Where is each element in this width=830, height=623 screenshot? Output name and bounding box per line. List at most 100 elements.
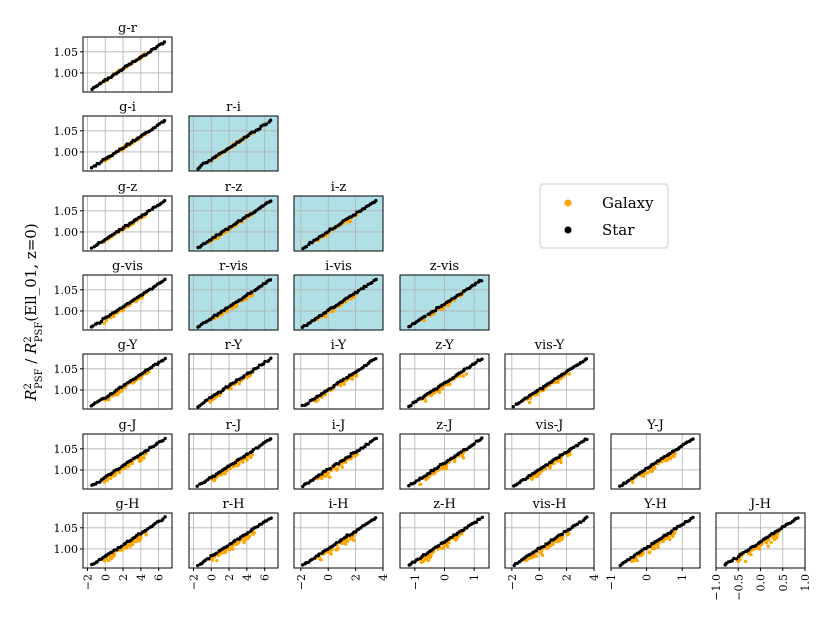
star-point — [95, 321, 99, 325]
galaxy-point — [650, 547, 655, 551]
star-point — [91, 324, 95, 328]
panel-z-vis: z-vis — [399, 259, 490, 331]
galaxy-point — [736, 559, 740, 564]
panel-title: g-H — [115, 497, 139, 512]
panel-frame — [399, 274, 490, 331]
panel-frame — [504, 353, 595, 410]
galaxy-point — [245, 297, 249, 301]
galaxy-point — [335, 468, 339, 472]
star-point — [315, 394, 320, 398]
galaxy-point — [447, 382, 451, 387]
star-point — [325, 467, 329, 472]
panel-vis-J: vis-J — [504, 418, 595, 490]
panel-frame — [188, 195, 279, 252]
star-point — [269, 356, 273, 360]
star-point — [134, 217, 139, 221]
y-tick-label: 1.00 — [54, 146, 79, 159]
star-point — [418, 396, 422, 400]
panel-title: r-vis — [219, 259, 248, 274]
galaxy-point — [652, 465, 656, 469]
star-point — [330, 227, 335, 231]
star-point — [765, 535, 770, 539]
star-point — [242, 374, 246, 378]
star-point — [214, 551, 219, 555]
star-point — [584, 357, 589, 361]
star-point — [407, 484, 411, 488]
star-point — [374, 356, 378, 361]
panel-frame — [293, 512, 384, 569]
panel-title: i-z — [331, 180, 347, 195]
galaxy-point — [221, 471, 226, 475]
x-tick-label: 1.0 — [799, 574, 812, 592]
star-point — [112, 72, 116, 76]
panel-i-J: i-J — [293, 418, 384, 490]
panel-Y-J: Y-J — [610, 418, 701, 490]
star-point — [627, 478, 631, 483]
galaxy-point — [140, 296, 144, 300]
star-point — [732, 556, 736, 561]
star-point — [459, 450, 463, 454]
y-tick-label: 1.05 — [54, 125, 79, 138]
star-point — [317, 473, 321, 477]
panel-frame — [399, 353, 490, 410]
star-point — [157, 122, 161, 126]
panel-frame — [610, 433, 701, 490]
galaxy-point — [440, 387, 444, 391]
star-point — [157, 519, 161, 523]
panel-title: i-Y — [331, 338, 347, 353]
star-point — [235, 378, 239, 382]
star-point — [214, 233, 219, 237]
star-point — [121, 146, 126, 150]
panel-g-Y: g-Y1.001.05 — [54, 338, 173, 410]
star-point — [374, 436, 379, 441]
star-point — [477, 517, 482, 521]
panel-z-J: z-J — [399, 418, 490, 490]
galaxy-point — [428, 555, 432, 560]
star-point — [264, 122, 269, 126]
star-point — [106, 76, 111, 80]
star-point — [218, 470, 222, 474]
star-point — [374, 199, 378, 203]
galaxy-point — [424, 399, 428, 403]
x-tick-label: 0.0 — [755, 574, 768, 592]
star-point — [345, 533, 349, 537]
panel-title: r-J — [226, 418, 242, 433]
x-tick-label: 0 — [99, 574, 112, 581]
galaxy-point — [528, 397, 533, 401]
star-point — [462, 367, 467, 371]
star-point — [112, 548, 116, 552]
panel-title: z-Y — [435, 338, 454, 353]
star-point — [317, 552, 321, 556]
star-point — [409, 403, 413, 408]
star-point — [534, 548, 538, 553]
galaxy-point — [249, 455, 253, 460]
galaxy-point — [656, 545, 660, 549]
galaxy-point — [134, 539, 138, 544]
galaxy-point — [445, 544, 450, 549]
y-tick-label: 1.05 — [54, 522, 79, 535]
galaxy-point — [117, 470, 122, 475]
star-point — [754, 543, 758, 547]
star-point — [323, 310, 328, 315]
panel-g-J: g-J1.001.05 — [54, 418, 173, 490]
x-tick-label: −2 — [81, 574, 94, 590]
galaxy-point — [130, 461, 134, 466]
star-point — [414, 479, 419, 483]
panel-frame — [82, 353, 173, 410]
star-point — [233, 538, 237, 543]
galaxy-point — [106, 558, 111, 563]
star-point — [339, 537, 344, 542]
star-point — [436, 544, 441, 548]
galaxy-point — [671, 534, 675, 539]
star-point — [480, 357, 484, 361]
galaxy-point — [354, 374, 359, 378]
galaxy-point — [539, 551, 543, 555]
galaxy-point — [559, 460, 563, 465]
star-point — [229, 541, 234, 546]
star-point — [302, 324, 306, 328]
galaxy-point — [464, 372, 469, 376]
x-tick-label: −1 — [409, 574, 422, 590]
panel-frame — [82, 433, 173, 490]
galaxy-point — [117, 391, 121, 395]
star-point — [97, 240, 101, 245]
